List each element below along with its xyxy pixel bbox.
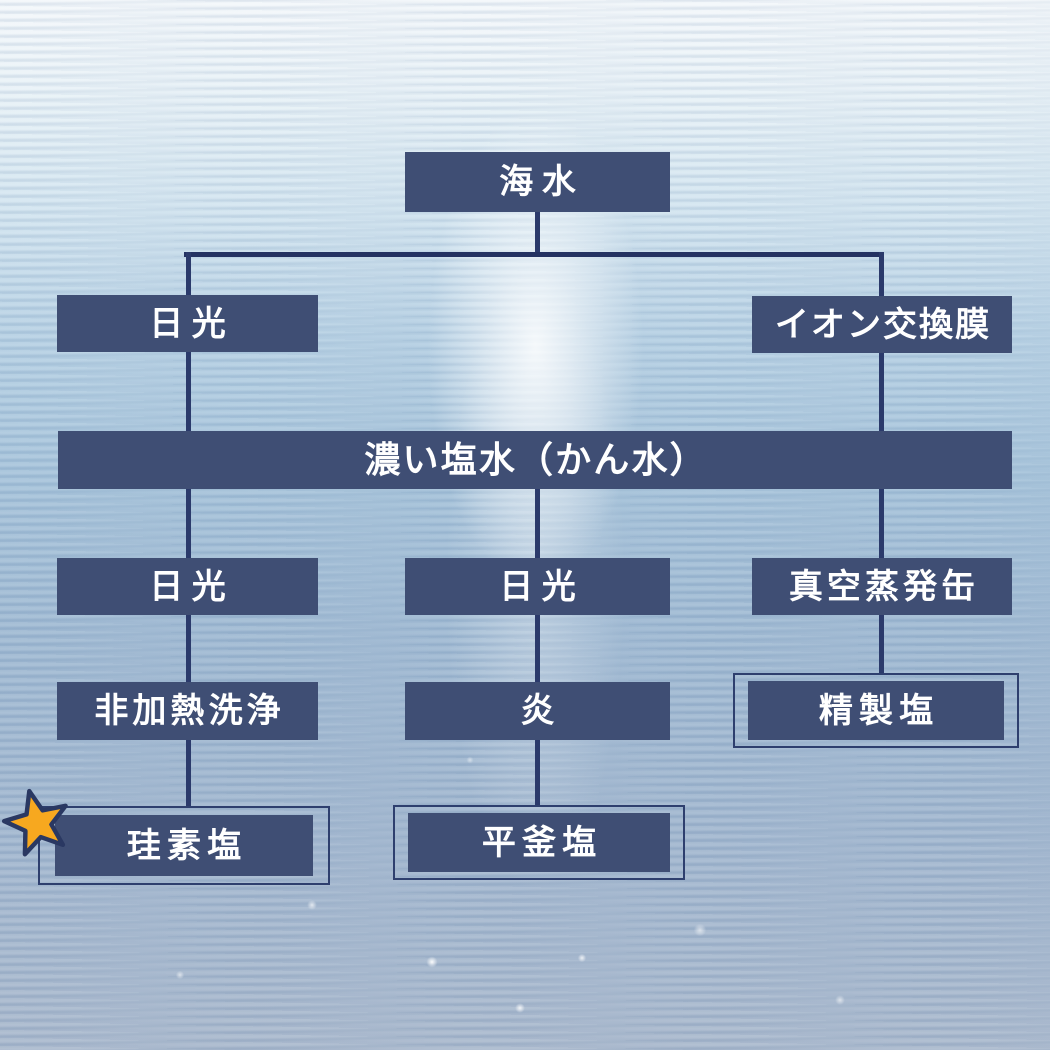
node-sunlight-middle: 日光: [405, 558, 670, 615]
connector-left-row4: [186, 615, 191, 683]
connector-brine-middle: [535, 489, 540, 559]
node-sunlight-middle-label: 日光: [499, 566, 585, 607]
node-unheated-washing: 非加熱洗浄: [57, 682, 318, 740]
connector-left-top: [186, 252, 191, 297]
connector-right-top: [879, 252, 884, 298]
connector-left-row5: [186, 740, 191, 807]
node-hiragama-salt-label: 平釜塩: [481, 822, 603, 863]
star-icon: [1, 788, 68, 857]
connector-right-row4: [879, 615, 884, 674]
node-vacuum-evaporator: 真空蒸発缶: [752, 558, 1012, 615]
connector-middle-row4: [535, 615, 540, 683]
connector-seawater-down: [535, 212, 540, 254]
connector-sunlight-brine: [186, 352, 191, 432]
node-concentrated-brine: 濃い塩水（かん水）: [58, 431, 1012, 489]
node-sunlight-top: 日光: [57, 295, 318, 352]
node-seawater: 海水: [405, 152, 670, 212]
connector-horizontal-bar: [184, 252, 884, 257]
connector-ion-brine: [879, 353, 884, 432]
node-ion-exchange-membrane-label: イオン交換膜: [774, 304, 992, 345]
node-keiso-salt: 珪素塩: [55, 815, 313, 876]
node-hiragama-salt-frame: 平釜塩: [393, 805, 685, 880]
node-flame: 炎: [405, 682, 670, 740]
node-keiso-salt-label: 珪素塩: [126, 825, 248, 866]
node-sunlight-left: 日光: [57, 558, 318, 615]
node-vacuum-evaporator-label: 真空蒸発缶: [788, 566, 980, 607]
node-refined-salt-label: 精製塩: [818, 690, 940, 731]
connector-middle-row5: [535, 740, 540, 806]
node-flame-label: 炎: [520, 691, 555, 731]
connector-brine-right: [879, 489, 884, 559]
node-refined-salt: 精製塩: [748, 681, 1004, 740]
node-sunlight-left-label: 日光: [149, 566, 235, 607]
node-ion-exchange-membrane: イオン交換膜: [752, 296, 1012, 353]
node-seawater-label: 海水: [499, 162, 585, 202]
node-unheated-washing-label: 非加熱洗浄: [94, 691, 285, 731]
node-hiragama-salt: 平釜塩: [408, 813, 670, 872]
node-concentrated-brine-label: 濃い塩水（かん水）: [364, 439, 708, 481]
connector-brine-left: [186, 489, 191, 559]
node-sunlight-top-label: 日光: [149, 303, 235, 344]
node-refined-salt-frame: 精製塩: [733, 673, 1019, 748]
node-keiso-salt-frame: 珪素塩: [38, 806, 330, 885]
